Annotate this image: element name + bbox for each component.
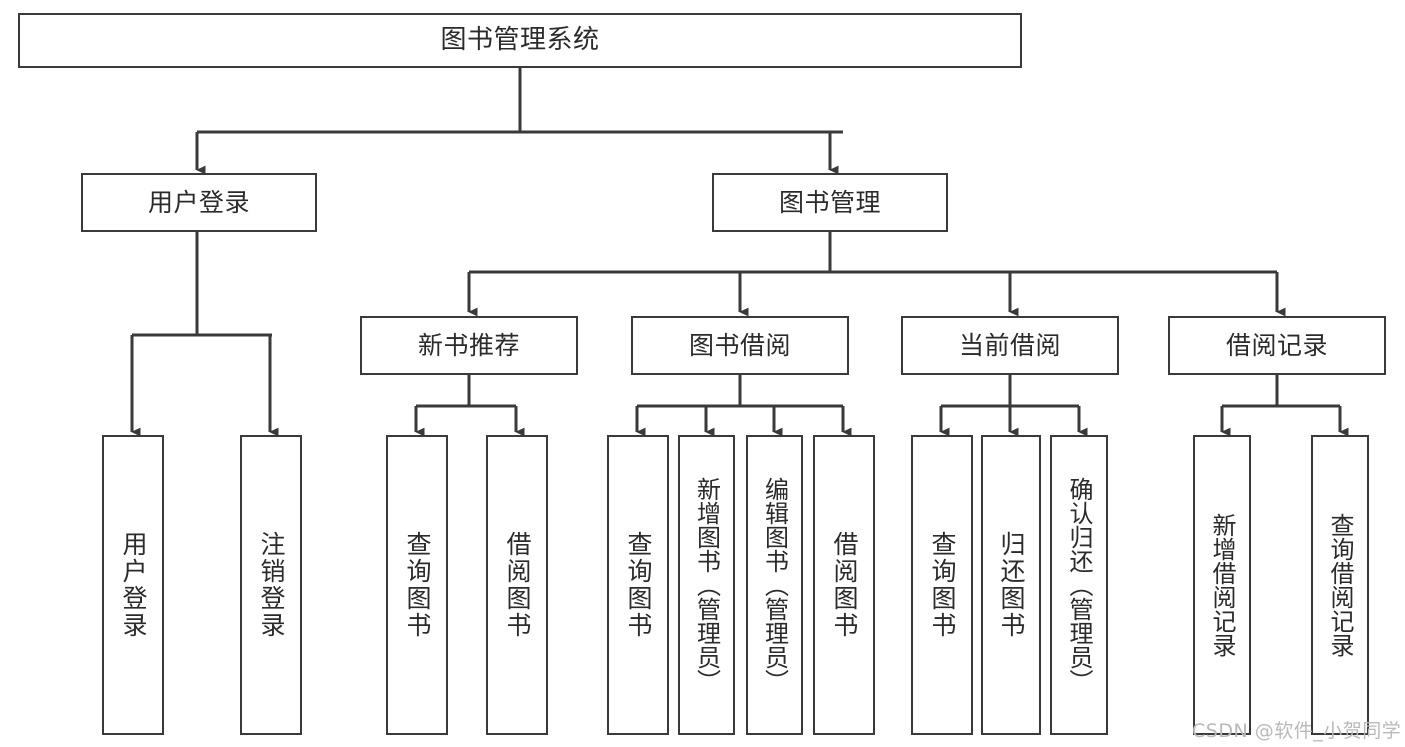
node-label: 注销登录 [257,531,286,639]
node-label: 查询图书 [928,531,957,639]
node-borrow-record[interactable]: 借阅记录 [1168,316,1386,375]
node-label: 查询借阅记录 [1326,513,1354,657]
node-label: 新增图书（管理员） [692,477,721,693]
node-book-management[interactable]: 图书管理 [712,173,948,232]
node-leaf-query-book-current[interactable]: 查询图书 [911,435,973,735]
node-label: 图书管理系统 [440,25,600,56]
node-label: 查询图书 [403,531,432,639]
node-leaf-edit-book-admin[interactable]: 编辑图书（管理员） [746,435,803,735]
node-label: 当前借阅 [958,330,1061,360]
node-user-login[interactable]: 用户登录 [81,173,317,232]
node-leaf-add-book-admin[interactable]: 新增图书（管理员） [678,435,735,735]
node-leaf-query-book-borrow[interactable]: 查询图书 [607,435,669,735]
node-label: 查询图书 [624,531,653,639]
node-label: 借阅图书 [830,531,859,639]
node-label: 确认归还（管理员） [1065,477,1093,693]
node-leaf-user-login[interactable]: 用户登录 [102,435,164,735]
node-label: 借阅图书 [503,531,532,639]
node-label: 图书借阅 [688,330,791,360]
node-leaf-add-borrow-record[interactable]: 新增借阅记录 [1193,435,1251,735]
node-label: 用户登录 [147,187,250,217]
node-leaf-confirm-return-admin[interactable]: 确认归还（管理员） [1050,435,1108,735]
node-label: 借阅记录 [1225,330,1328,360]
node-label: 新书推荐 [417,330,520,360]
node-label: 图书管理 [778,187,881,217]
node-label: 用户登录 [119,531,148,639]
node-label: 编辑图书（管理员） [760,477,789,693]
node-label: 归还图书 [997,531,1026,639]
node-book-borrow[interactable]: 图书借阅 [631,316,849,375]
node-new-book-recommend[interactable]: 新书推荐 [360,316,578,375]
node-current-borrow[interactable]: 当前借阅 [901,316,1119,375]
node-leaf-query-book-recommend[interactable]: 查询图书 [386,435,448,735]
node-leaf-borrow-book-recommend[interactable]: 借阅图书 [486,435,548,735]
node-leaf-logout[interactable]: 注销登录 [240,435,302,735]
node-leaf-return-book[interactable]: 归还图书 [981,435,1041,735]
node-leaf-borrow-book[interactable]: 借阅图书 [813,435,875,735]
csdn-watermark: CSDN @软件_小贺同学 [1192,720,1402,742]
node-leaf-query-borrow-record[interactable]: 查询借阅记录 [1311,435,1369,735]
node-root-book-management-system[interactable]: 图书管理系统 [18,13,1022,68]
node-label: 新增借阅记录 [1208,513,1236,657]
